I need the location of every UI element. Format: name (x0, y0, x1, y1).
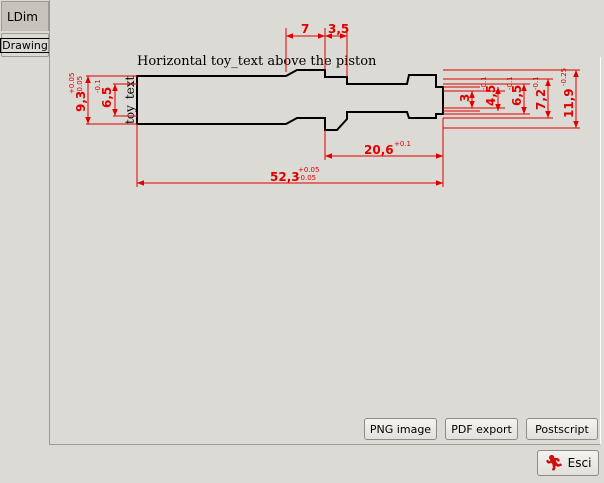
dim-6-5-left-tol: -0.1 (94, 79, 102, 93)
dim-6-5-right-tol: -0.1 (506, 76, 514, 90)
dim-4-5-tol: -0.1 (480, 76, 488, 90)
piston-outline (136, 69, 444, 131)
tab-ldim[interactable]: LDim (1, 1, 49, 31)
dim-7-2-tol: -0.1 (532, 76, 540, 90)
dim-9-3: 9,3 (74, 91, 88, 112)
dim-11-9: 11,9 (562, 88, 576, 118)
drawing-panel (49, 57, 601, 445)
dim-9-3-tol-upper: +0.05 (68, 73, 76, 94)
pdf-export-button[interactable]: PDF export (445, 418, 518, 440)
dim-6-5-right: 6,5 (510, 85, 524, 106)
dim-52-3: 52,3 (270, 170, 300, 184)
tab-ldim-label: LDim (7, 9, 38, 24)
dim-11-9-tol: -0.25 (560, 68, 568, 86)
dimension-labels: 7 3,5 9,3 +0.05 -0.05 6,5 -0.1 3 4,5 -0.… (68, 22, 576, 184)
postscript-button[interactable]: Postscript (526, 418, 598, 440)
png-image-button[interactable]: PNG image (364, 418, 437, 440)
dim-3-5: 3,5 (328, 22, 349, 36)
esci-button[interactable]: 🏃︎ Esci (537, 450, 599, 476)
dim-4-5: 4,5 (484, 85, 498, 106)
tab-drawing[interactable]: Drawing (0, 33, 50, 57)
dim-20-6: 20,6 (364, 143, 394, 157)
dimension-lines (85, 28, 580, 187)
esci-label: Esci (567, 456, 592, 470)
dim-52-3-tol-lower: -0.05 (298, 174, 316, 182)
exit-runner-icon: 🏃︎ (544, 454, 564, 472)
drawing-vertical-text: toy_text (123, 75, 137, 124)
drawing-title-text: Horizontal toy_text above the piston (137, 54, 377, 69)
dim-20-6-tol: +0.1 (394, 140, 411, 148)
dim-6-5-left: 6,5 (100, 87, 114, 108)
dim-3: 3 (458, 94, 472, 102)
dim-7: 7 (301, 22, 309, 36)
dim-7-2: 7,2 (534, 89, 548, 110)
dim-9-3-tol-lower: -0.05 (76, 76, 84, 94)
panel-divider (49, 0, 50, 58)
dim-52-3-tol-upper: +0.05 (298, 166, 319, 174)
